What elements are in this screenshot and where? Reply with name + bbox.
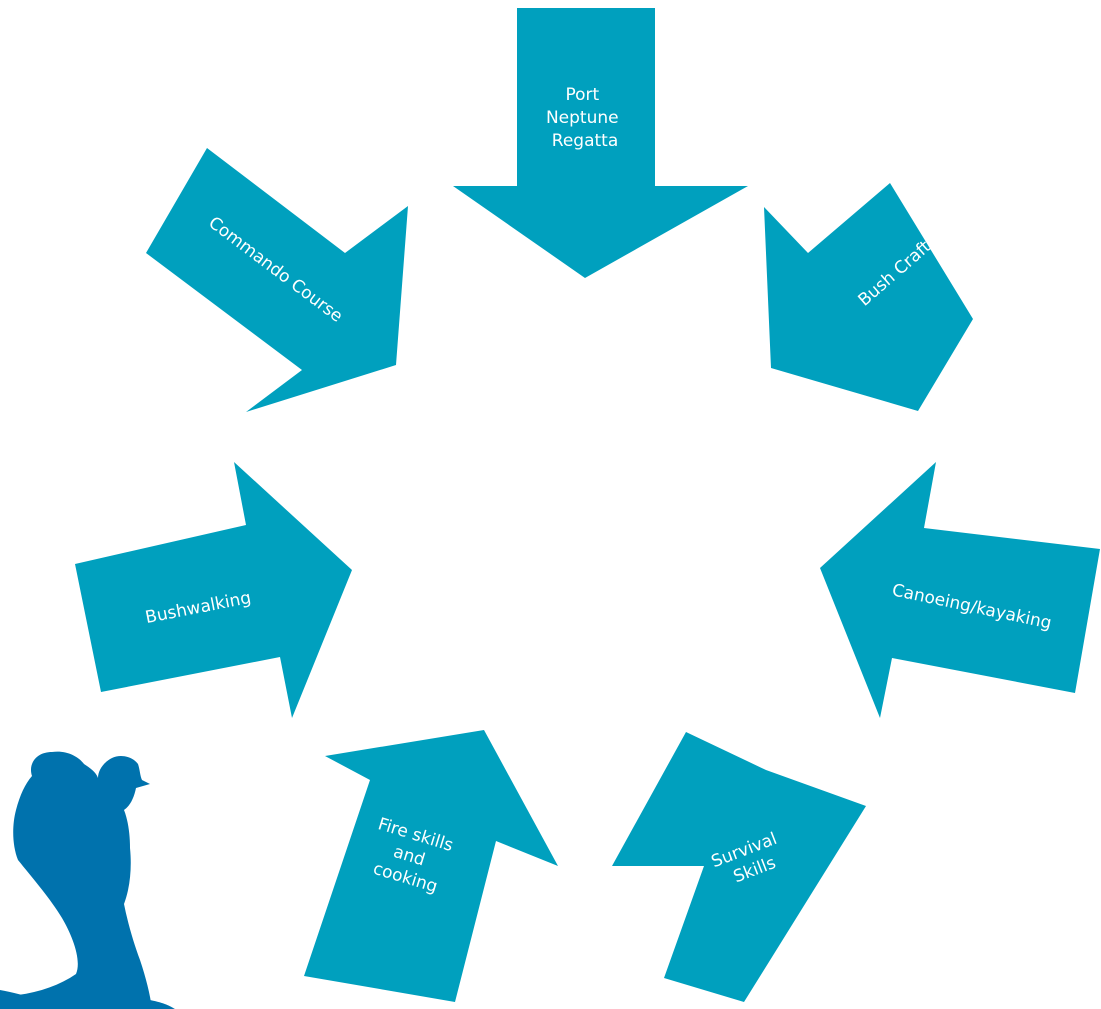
arrow-commando-course: Commando Course xyxy=(146,148,408,412)
arrow-bushwalking: Bushwalking xyxy=(75,462,352,718)
hiker-with-backpack-icon xyxy=(0,751,175,1009)
arrow-shape xyxy=(75,462,352,718)
arrow-canoeing-kayaking: Canoeing/kayaking xyxy=(820,462,1100,718)
arrow-shape xyxy=(764,183,973,411)
label-line: Port xyxy=(565,85,599,105)
arrow-port-neptune-regatta: Port Neptune Regatta xyxy=(453,8,748,278)
label-line: Neptune xyxy=(546,108,619,128)
arrow-shape xyxy=(820,462,1100,718)
arrow-label: Port Neptune Regatta xyxy=(546,85,624,151)
label-line: Regatta xyxy=(552,131,618,151)
arrow-shape xyxy=(304,730,558,1002)
arrow-shape xyxy=(612,732,866,1002)
arrow-fire-skills-and-cooking: Fire skills and cooking xyxy=(304,730,558,1002)
arrow-shape xyxy=(453,8,748,278)
arrow-survival-skills: Survival Skills xyxy=(612,732,866,1002)
arrow-bush-craft: Bush Craft xyxy=(764,183,973,411)
arrow-shape xyxy=(146,148,408,412)
